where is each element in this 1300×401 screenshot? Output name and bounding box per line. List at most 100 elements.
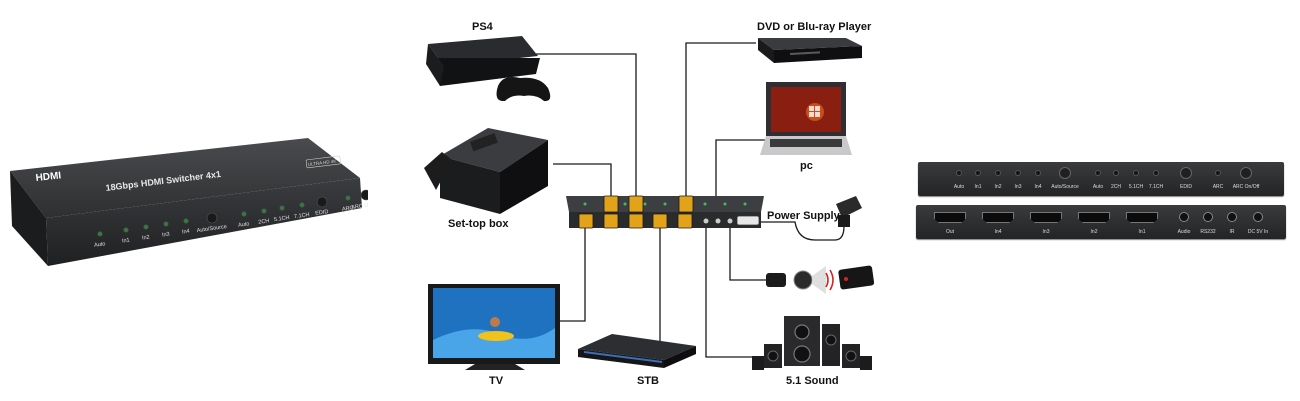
center-led-7 bbox=[723, 202, 727, 206]
dvd-device bbox=[758, 38, 862, 63]
settop-remote bbox=[424, 152, 452, 190]
back-hdmi-port-4 bbox=[1126, 212, 1158, 223]
iso-indicator-11 bbox=[345, 195, 351, 201]
iso-indicator-9 bbox=[299, 202, 305, 208]
switcher-3d-view: HDMI 18Gbps HDMI Switcher 4x1 ULTRA HD 4… bbox=[10, 138, 368, 266]
back-hdmi-port-1 bbox=[982, 212, 1014, 223]
front-label-10: EDID bbox=[1180, 184, 1192, 190]
back-label-5: Audio bbox=[1177, 229, 1191, 235]
center-led-4 bbox=[663, 202, 667, 206]
label-tv: TV bbox=[489, 375, 504, 387]
front-led-8 bbox=[1133, 170, 1139, 176]
pc-device bbox=[760, 82, 852, 155]
label-settop: Set-top box bbox=[448, 218, 509, 230]
front-button-5[interactable] bbox=[1059, 167, 1071, 179]
ps4-device bbox=[426, 36, 551, 102]
front-label-8: 5.1CH bbox=[1128, 184, 1144, 190]
iso-indicator-2 bbox=[143, 224, 149, 230]
back-jack-5 bbox=[1179, 212, 1189, 222]
front-led-2 bbox=[995, 170, 1001, 176]
back-jack-6 bbox=[1203, 212, 1213, 222]
cable-tv bbox=[560, 226, 586, 322]
iso-indicator-5 bbox=[206, 212, 218, 224]
label-stb: STB bbox=[637, 375, 659, 387]
label-pc: pc bbox=[800, 160, 813, 172]
back-label-3: In2 bbox=[1090, 229, 1098, 235]
front-label-9: 7.1CH bbox=[1148, 184, 1164, 190]
front-led-6 bbox=[1095, 170, 1101, 176]
switcher-front-face bbox=[46, 178, 362, 266]
hdmi-plug-out bbox=[578, 213, 594, 229]
iso-indicator-7 bbox=[261, 208, 267, 214]
settop-device bbox=[424, 128, 548, 214]
front-led-7 bbox=[1113, 170, 1119, 176]
front-label-0: Auto bbox=[953, 184, 965, 190]
back-label-7: IR bbox=[1229, 229, 1235, 235]
center-led-2 bbox=[623, 202, 627, 206]
cable-ps4 bbox=[525, 53, 637, 196]
back-jack-7 bbox=[1227, 212, 1237, 222]
cable-audio bbox=[705, 226, 765, 358]
front-button-12[interactable] bbox=[1240, 167, 1252, 179]
hdmi-plug-stb bbox=[652, 213, 668, 229]
back-label-6: RS232 bbox=[1200, 229, 1216, 235]
back-hdmi-port-2 bbox=[1030, 212, 1062, 223]
back-label-2: In3 bbox=[1042, 229, 1050, 235]
front-button-10[interactable] bbox=[1180, 167, 1192, 179]
switcher-side-face bbox=[10, 171, 48, 266]
iso-indicator-0 bbox=[97, 231, 103, 237]
front-label-1: In1 bbox=[974, 184, 982, 190]
hdmi-logo: HDMI bbox=[35, 170, 62, 184]
cable-ir bbox=[729, 226, 766, 281]
front-label-11: ARC bbox=[1212, 184, 1224, 190]
hdmi-plug-in6 bbox=[677, 213, 693, 229]
power-plug bbox=[736, 215, 760, 226]
center-led-0 bbox=[583, 202, 587, 206]
iso-indicator-10 bbox=[316, 196, 328, 208]
hdmi-plug-in1 bbox=[603, 195, 619, 213]
back-label-4: In1 bbox=[1138, 229, 1146, 235]
cable-pc bbox=[715, 139, 768, 196]
front-label-3: In3 bbox=[1014, 184, 1022, 190]
iso-indicator-3 bbox=[163, 221, 169, 227]
iso-label-4: In4 bbox=[182, 229, 190, 236]
iso-label-11: ARC bbox=[342, 205, 354, 213]
iso-label-12: ARC On/Off bbox=[351, 201, 368, 211]
label-ps4: PS4 bbox=[472, 21, 493, 33]
hdmi-plug-in3 bbox=[678, 195, 694, 213]
front-led-9 bbox=[1153, 170, 1159, 176]
front-led-11 bbox=[1215, 170, 1221, 176]
stb-device bbox=[578, 334, 696, 368]
iso-label-6: Auto bbox=[238, 221, 250, 229]
iso-indicator-4 bbox=[183, 218, 189, 224]
front-led-3 bbox=[1015, 170, 1021, 176]
iso-label-1: In1 bbox=[122, 238, 130, 245]
center-led-6 bbox=[703, 202, 707, 206]
label-power: Power Supply bbox=[767, 210, 840, 222]
front-led-4 bbox=[1035, 170, 1041, 176]
front-led-0 bbox=[956, 170, 962, 176]
center-switcher bbox=[566, 195, 764, 229]
cable-settop bbox=[553, 163, 612, 196]
iso-indicator-6 bbox=[241, 211, 247, 217]
audio-jack bbox=[703, 218, 709, 224]
label-sound: 5.1 Sound bbox=[786, 375, 839, 387]
center-led-8 bbox=[743, 202, 747, 206]
iso-label-9: 7.1CH bbox=[294, 212, 310, 220]
switcher-top-face bbox=[10, 138, 360, 218]
hdmi-plugs bbox=[578, 195, 694, 229]
power-supply-device bbox=[836, 196, 862, 227]
front-label-2: In2 bbox=[994, 184, 1002, 190]
hdmi-plug-in2 bbox=[628, 195, 644, 213]
iso-label-8: 5.1CH bbox=[274, 215, 290, 223]
uhd-badge-text: ULTRA HD 4K bbox=[308, 159, 337, 167]
sound-device bbox=[752, 316, 872, 370]
ir-jack bbox=[727, 218, 733, 224]
ps4-controller bbox=[496, 77, 551, 102]
label-dvd: DVD or Blu-ray Player bbox=[757, 21, 872, 33]
front-label-6: Auto bbox=[1092, 184, 1104, 190]
iso-indicator-12 bbox=[360, 189, 368, 201]
back-hdmi-port-3 bbox=[1078, 212, 1110, 223]
iso-label-5: Auto/Source bbox=[196, 224, 227, 234]
